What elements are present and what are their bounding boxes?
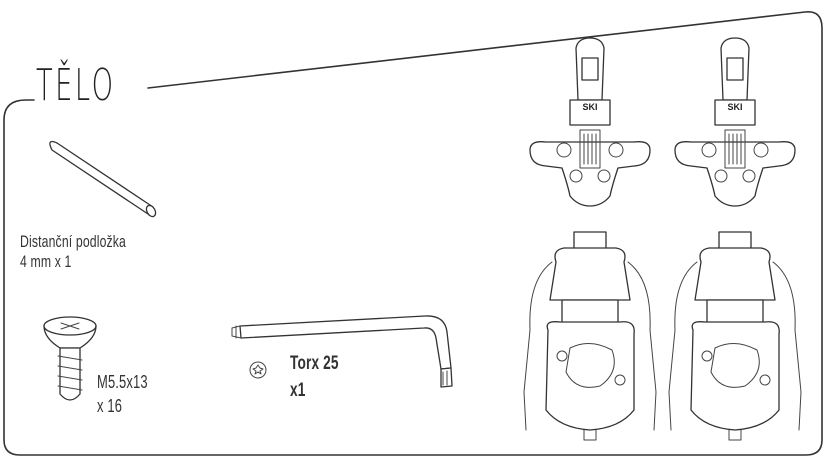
torx-bit-icon [249,361,267,379]
toe-ski-label: SKI [582,102,597,112]
spacer-quantity: 4 mm x 1 [20,252,72,271]
torx-label: Torx 25 [290,353,339,374]
torx-quantity: x1 [290,380,306,401]
section-title: TĚLO [36,60,116,111]
spacer-label: Distanční podložka [20,232,127,251]
screw-quantity: x 16 [97,396,123,416]
frame-outline [3,11,823,456]
heel-piece-icon [523,231,802,441]
screw-icon [43,316,97,401]
toe-piece-icon: SKI SKI [529,37,796,207]
screw-label: M5.5x13 [97,372,148,392]
spacer-rod-icon [49,140,157,218]
toe-ski-label-2: SKI [727,102,742,112]
torx-key-icon [231,315,453,388]
